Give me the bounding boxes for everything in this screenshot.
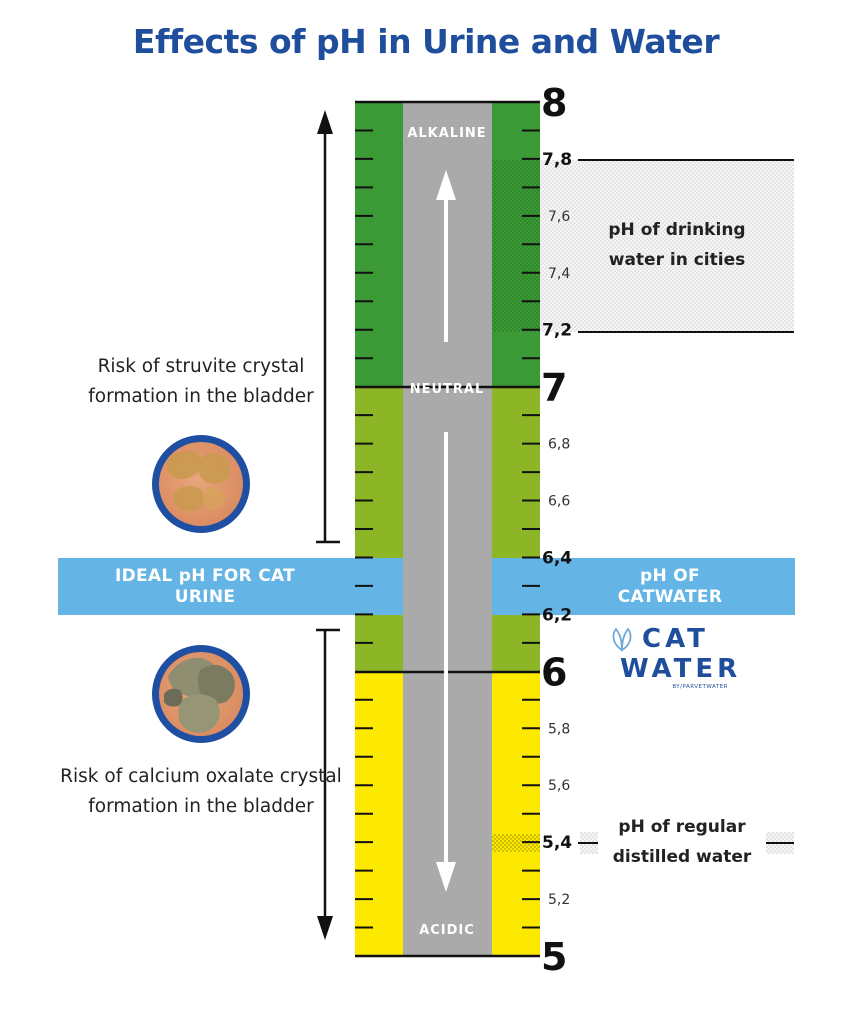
brand-line2: WATER [620, 654, 742, 684]
major-tick-label: 8 [541, 81, 567, 125]
major-tick-label: 7 [541, 366, 567, 410]
minor-tick-label: 5,2 [548, 892, 570, 908]
oxalate-crystal-image [152, 645, 250, 743]
city-water-zone [540, 160, 794, 332]
key-tick-label: 5,4 [542, 833, 572, 853]
catwater-logo: CAT WATER BY/PARVETWATER [612, 624, 742, 690]
oxalate-risk-label: Risk of calcium oxalate crystal formatio… [60, 766, 342, 817]
distilled-water-label: pH of regular distilled water [598, 812, 766, 872]
minor-tick-label: 5,8 [548, 721, 570, 737]
page-title: Effects of pH in Urine and Water [132, 22, 720, 61]
catwater-ph-label: pH OF CATWATER [617, 566, 723, 607]
alkaline-label: ALKALINE [407, 126, 486, 141]
city-water-overlay [492, 160, 540, 332]
city-water-label: pH of drinking water in cities [608, 220, 746, 270]
brand-line1: CAT [642, 624, 709, 654]
major-tick-label: 5 [541, 935, 567, 979]
key-tick-label: 7,8 [542, 150, 572, 170]
left-ticks [355, 129, 373, 929]
brand-sub: BY/PARVETWATER [672, 684, 728, 690]
key-tick-label: 6,4 [542, 549, 572, 569]
struvite-range-arrowhead [317, 110, 333, 134]
up-arrow-head [436, 170, 456, 200]
oxalate-range-arrowhead [317, 916, 333, 940]
minor-tick-label: 7,6 [548, 209, 570, 225]
struvite-crystal-image [152, 435, 250, 533]
minor-tick-label: 5,6 [548, 778, 570, 794]
key-tick-label: 7,2 [542, 321, 572, 341]
leaf-icon [612, 627, 632, 652]
distilled-water-overlay [492, 834, 540, 852]
major-tick-label: 6 [541, 650, 567, 694]
minor-tick-label: 6,8 [548, 437, 570, 453]
ideal-urine-label: IDEAL pH FOR CAT URINE [114, 566, 296, 607]
minor-tick-label: 6,6 [548, 494, 570, 510]
down-arrow-head [436, 862, 456, 892]
right-ticks [522, 129, 540, 929]
neutral-label: NEUTRAL [410, 382, 485, 397]
minor-tick-label: 7,4 [548, 266, 570, 282]
acidic-label: ACIDIC [419, 923, 475, 938]
key-tick-label: 6,2 [542, 605, 572, 625]
struvite-risk-label: Risk of struvite crystal formation in th… [88, 356, 314, 407]
